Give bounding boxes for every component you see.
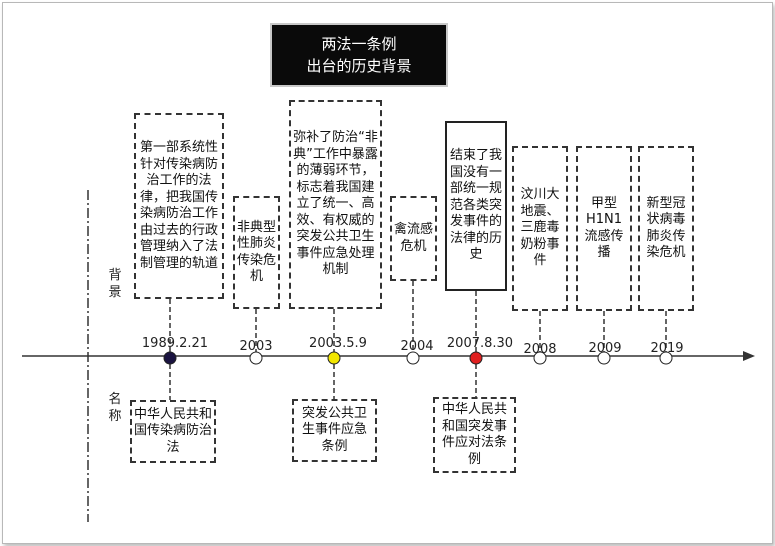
background-text-2004: 禽流感危机 (394, 222, 434, 254)
background-box-2003-5-9: 弥补了防治“非典”工作中暴露的薄弱环节，标志着我国建立了统一、高效、有权威的突发… (289, 100, 382, 309)
background-text-2007: 结束了我国没有一部统一规范各类突发事件的法律的历史 (449, 148, 502, 263)
background-box-2004: 禽流感危机 (390, 196, 437, 281)
background-text-1989: 第一部系统性针对传染病防治工作的法律，把我国传染病防治工作由过去的行政管理纳入了… (139, 140, 218, 271)
timeline-dot-2003 (249, 351, 263, 365)
year-label-2003-5-9: 2003.5.9 (309, 336, 367, 351)
timeline-dot-2009 (597, 351, 611, 365)
name-text-2003-5-9: 突发公共卫生事件应急条例 (301, 405, 367, 454)
year-label-2007: 2007.8.30 (446, 336, 514, 351)
timeline-dot-2003-5-9 (327, 351, 341, 365)
name-box-2007: 中华人民共和国突发事件应对法条例 (433, 397, 516, 473)
background-box-2003: 非典型性肺炎传染危机 (233, 196, 280, 309)
background-text-2019: 新型冠状病毒肺炎传染危机 (646, 195, 686, 261)
name-text-1989: 中华人民共和国传染病防治法 (134, 406, 213, 455)
axis-label-background: 背景 (108, 268, 122, 300)
background-box-1989: 第一部系统性针对传染病防治工作的法律，把我国传染病防治工作由过去的行政管理纳入了… (134, 113, 224, 299)
year-label-2003: 2003 (239, 339, 273, 354)
year-label-2009: 2009 (588, 341, 622, 356)
timeline-dot-2008 (533, 351, 547, 365)
timeline-dot-2004 (406, 351, 420, 365)
year-label-1989: 1989.2.21 (141, 336, 209, 351)
background-text-2003-5-9: 弥补了防治“非典”工作中暴露的薄弱环节，标志着我国建立了统一、高效、有权威的突发… (293, 130, 378, 278)
name-box-2003-5-9: 突发公共卫生事件应急条例 (292, 399, 377, 462)
year-label-2019: 2019 (650, 341, 684, 356)
timeline-dot-2007 (469, 351, 483, 365)
year-label-2004: 2004 (400, 339, 434, 354)
background-box-2008: 汶川大地震、三鹿毒奶粉事件 (512, 146, 568, 311)
axis-label-name: 名称 (108, 392, 122, 424)
background-text-2009: 甲型H1N1流感传播 (584, 195, 624, 261)
background-box-2007: 结束了我国没有一部统一规范各类突发事件的法律的历史 (445, 121, 507, 291)
diagram-title: 两法一条例 出台的历史背景 (270, 23, 448, 87)
name-text-2007: 中华人民共和国突发事件应对法条例 (441, 402, 507, 467)
background-box-2019: 新型冠状病毒肺炎传染危机 (638, 146, 694, 311)
timeline-arrowhead (743, 351, 755, 361)
background-box-2009: 甲型H1N1流感传播 (576, 146, 632, 311)
title-line-2: 出台的历史背景 (306, 57, 412, 75)
timeline-dot-1989 (163, 351, 177, 365)
timeline-dot-2019 (659, 351, 673, 365)
title-line-1: 两法一条例 (321, 35, 397, 53)
background-text-2003: 非典型性肺炎传染危机 (237, 219, 277, 285)
background-text-2008: 汶川大地震、三鹿毒奶粉事件 (520, 187, 560, 269)
name-box-1989: 中华人民共和国传染病防治法 (130, 400, 216, 463)
year-label-2008: 2008 (523, 342, 557, 357)
